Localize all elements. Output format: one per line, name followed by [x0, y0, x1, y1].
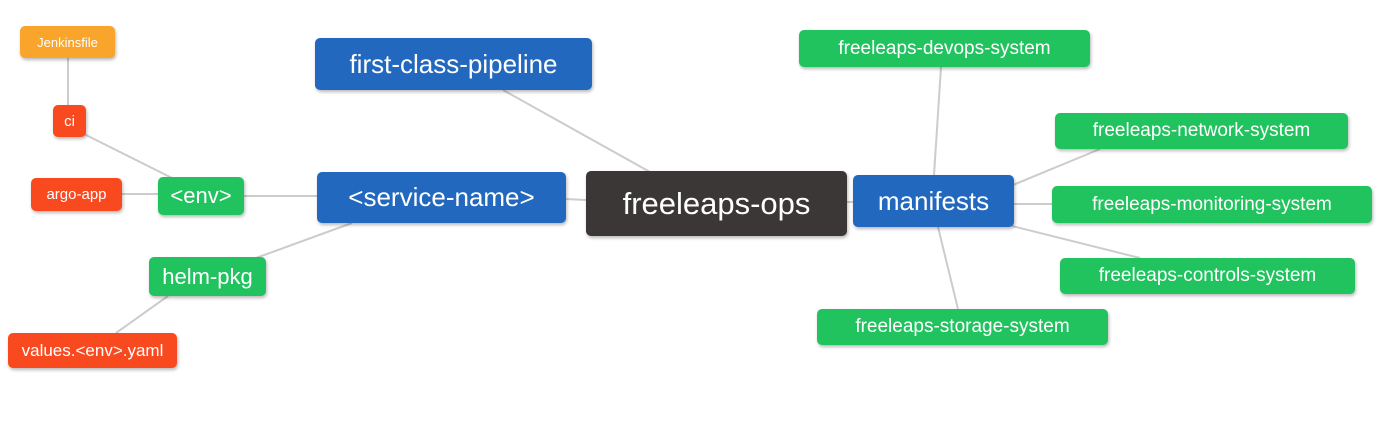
edge-manifests-controls — [1011, 225, 1141, 259]
node-ci[interactable]: ci — [53, 105, 86, 137]
node-freeleaps-storage-system[interactable]: freeleaps-storage-system — [817, 309, 1108, 345]
edge-values-helmpkg — [115, 295, 169, 334]
node-freeleaps-controls-system[interactable]: freeleaps-controls-system — [1060, 258, 1355, 294]
node-env[interactable]: <env> — [158, 177, 244, 215]
node-first-class-pipeline[interactable]: first-class-pipeline — [315, 38, 592, 90]
edge-helmpkg-servicename — [255, 222, 353, 259]
node-argo-app[interactable]: argo-app — [31, 178, 122, 211]
edge-manifests-storage — [937, 226, 959, 310]
node-freeleaps-monitoring-system[interactable]: freeleaps-monitoring-system — [1052, 186, 1372, 223]
node-jenkinsfile[interactable]: Jenkinsfile — [20, 26, 115, 58]
node-manifests[interactable]: manifests — [853, 175, 1014, 227]
edge-manifests-network — [1012, 148, 1101, 186]
edge-servicename-ops — [564, 198, 587, 201]
node-freeleaps-network-system[interactable]: freeleaps-network-system — [1055, 113, 1348, 149]
edge-manifests-devops — [933, 66, 942, 176]
edge-ci-env — [83, 133, 173, 179]
edge-pipeline-ops — [502, 89, 651, 173]
node-values-env-yaml[interactable]: values.<env>.yaml — [8, 333, 177, 368]
node-freeleaps-ops-root[interactable]: freeleaps-ops — [586, 171, 847, 236]
node-helm-pkg[interactable]: helm-pkg — [149, 257, 266, 296]
node-freeleaps-devops-system[interactable]: freeleaps-devops-system — [799, 30, 1090, 67]
node-service-name[interactable]: <service-name> — [317, 172, 566, 223]
